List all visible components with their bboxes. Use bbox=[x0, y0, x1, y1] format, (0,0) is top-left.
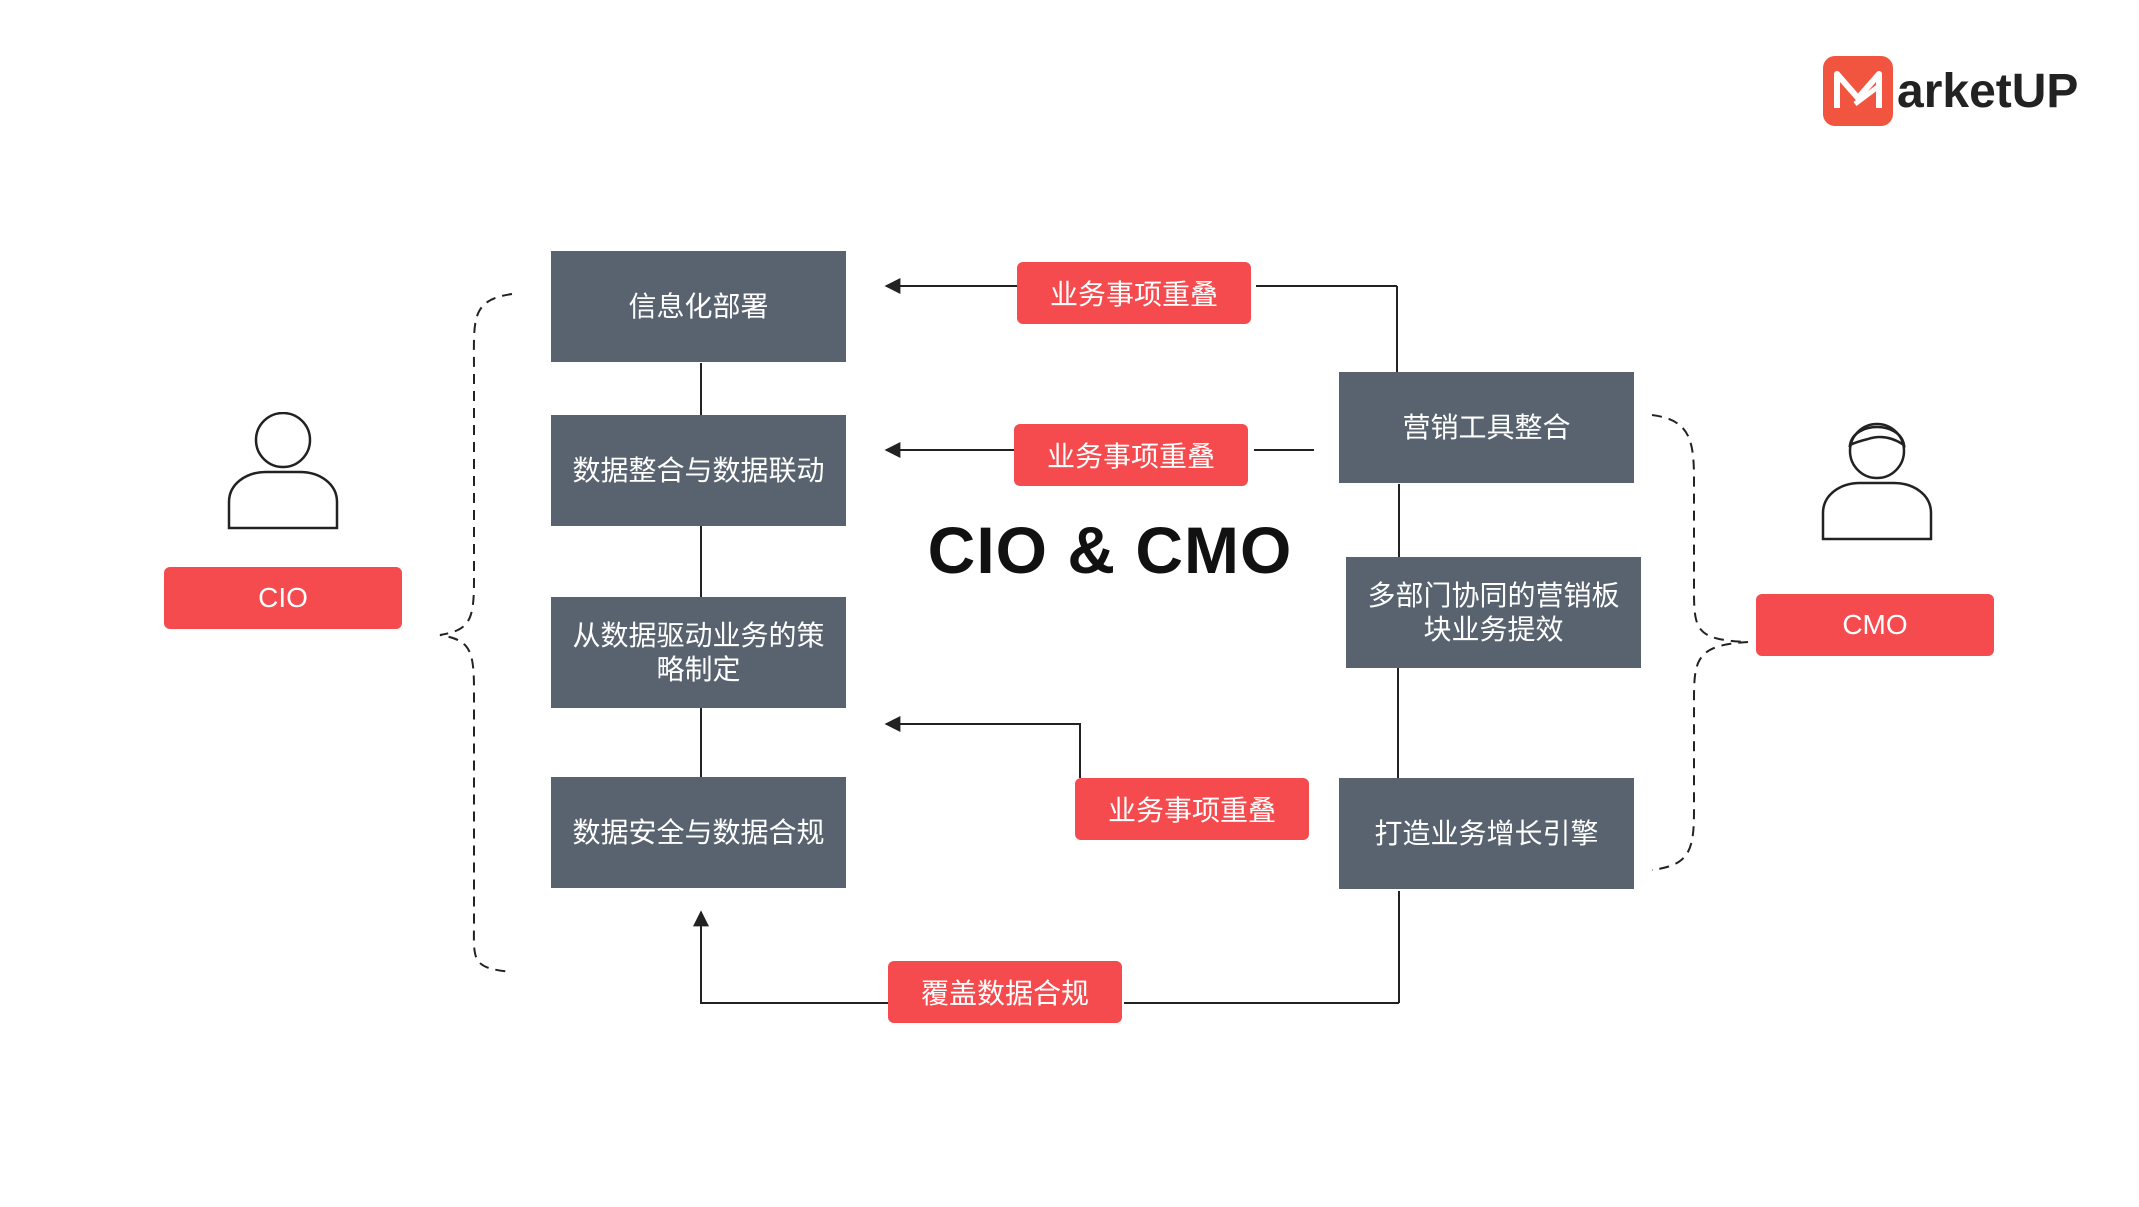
overlap-tag-1: 业务事项重叠 bbox=[1017, 262, 1251, 324]
cio-person-icon bbox=[227, 412, 339, 530]
cmo-role-label: CMO bbox=[1756, 594, 1994, 656]
compliance-tag: 覆盖数据合规 bbox=[888, 961, 1122, 1023]
logo-m-icon bbox=[1823, 56, 1893, 126]
cmo-person-icon bbox=[1821, 422, 1933, 541]
cmo-box-growth-engine: 打造业务增长引擎 bbox=[1339, 778, 1634, 889]
cio-box-it-deployment: 信息化部署 bbox=[551, 251, 846, 362]
cio-box-data-integration: 数据整合与数据联动 bbox=[551, 415, 846, 526]
cio-box-data-security: 数据安全与数据合规 bbox=[551, 777, 846, 888]
overlap-tag-2: 业务事项重叠 bbox=[1014, 424, 1248, 486]
cmo-box-collaboration: 多部门协同的营销板块业务提效 bbox=[1346, 557, 1641, 668]
page-title: CIO & CMO bbox=[927, 513, 1293, 587]
cio-box-data-strategy: 从数据驱动业务的策略制定 bbox=[551, 597, 846, 708]
cio-role-label: CIO bbox=[164, 567, 402, 629]
logo-text: arketUP bbox=[1897, 64, 2079, 118]
overlap-tag-3: 业务事项重叠 bbox=[1075, 778, 1309, 840]
cmo-box-tool-integration: 营销工具整合 bbox=[1339, 372, 1634, 483]
marketup-logo: arketUP bbox=[1823, 53, 2078, 129]
